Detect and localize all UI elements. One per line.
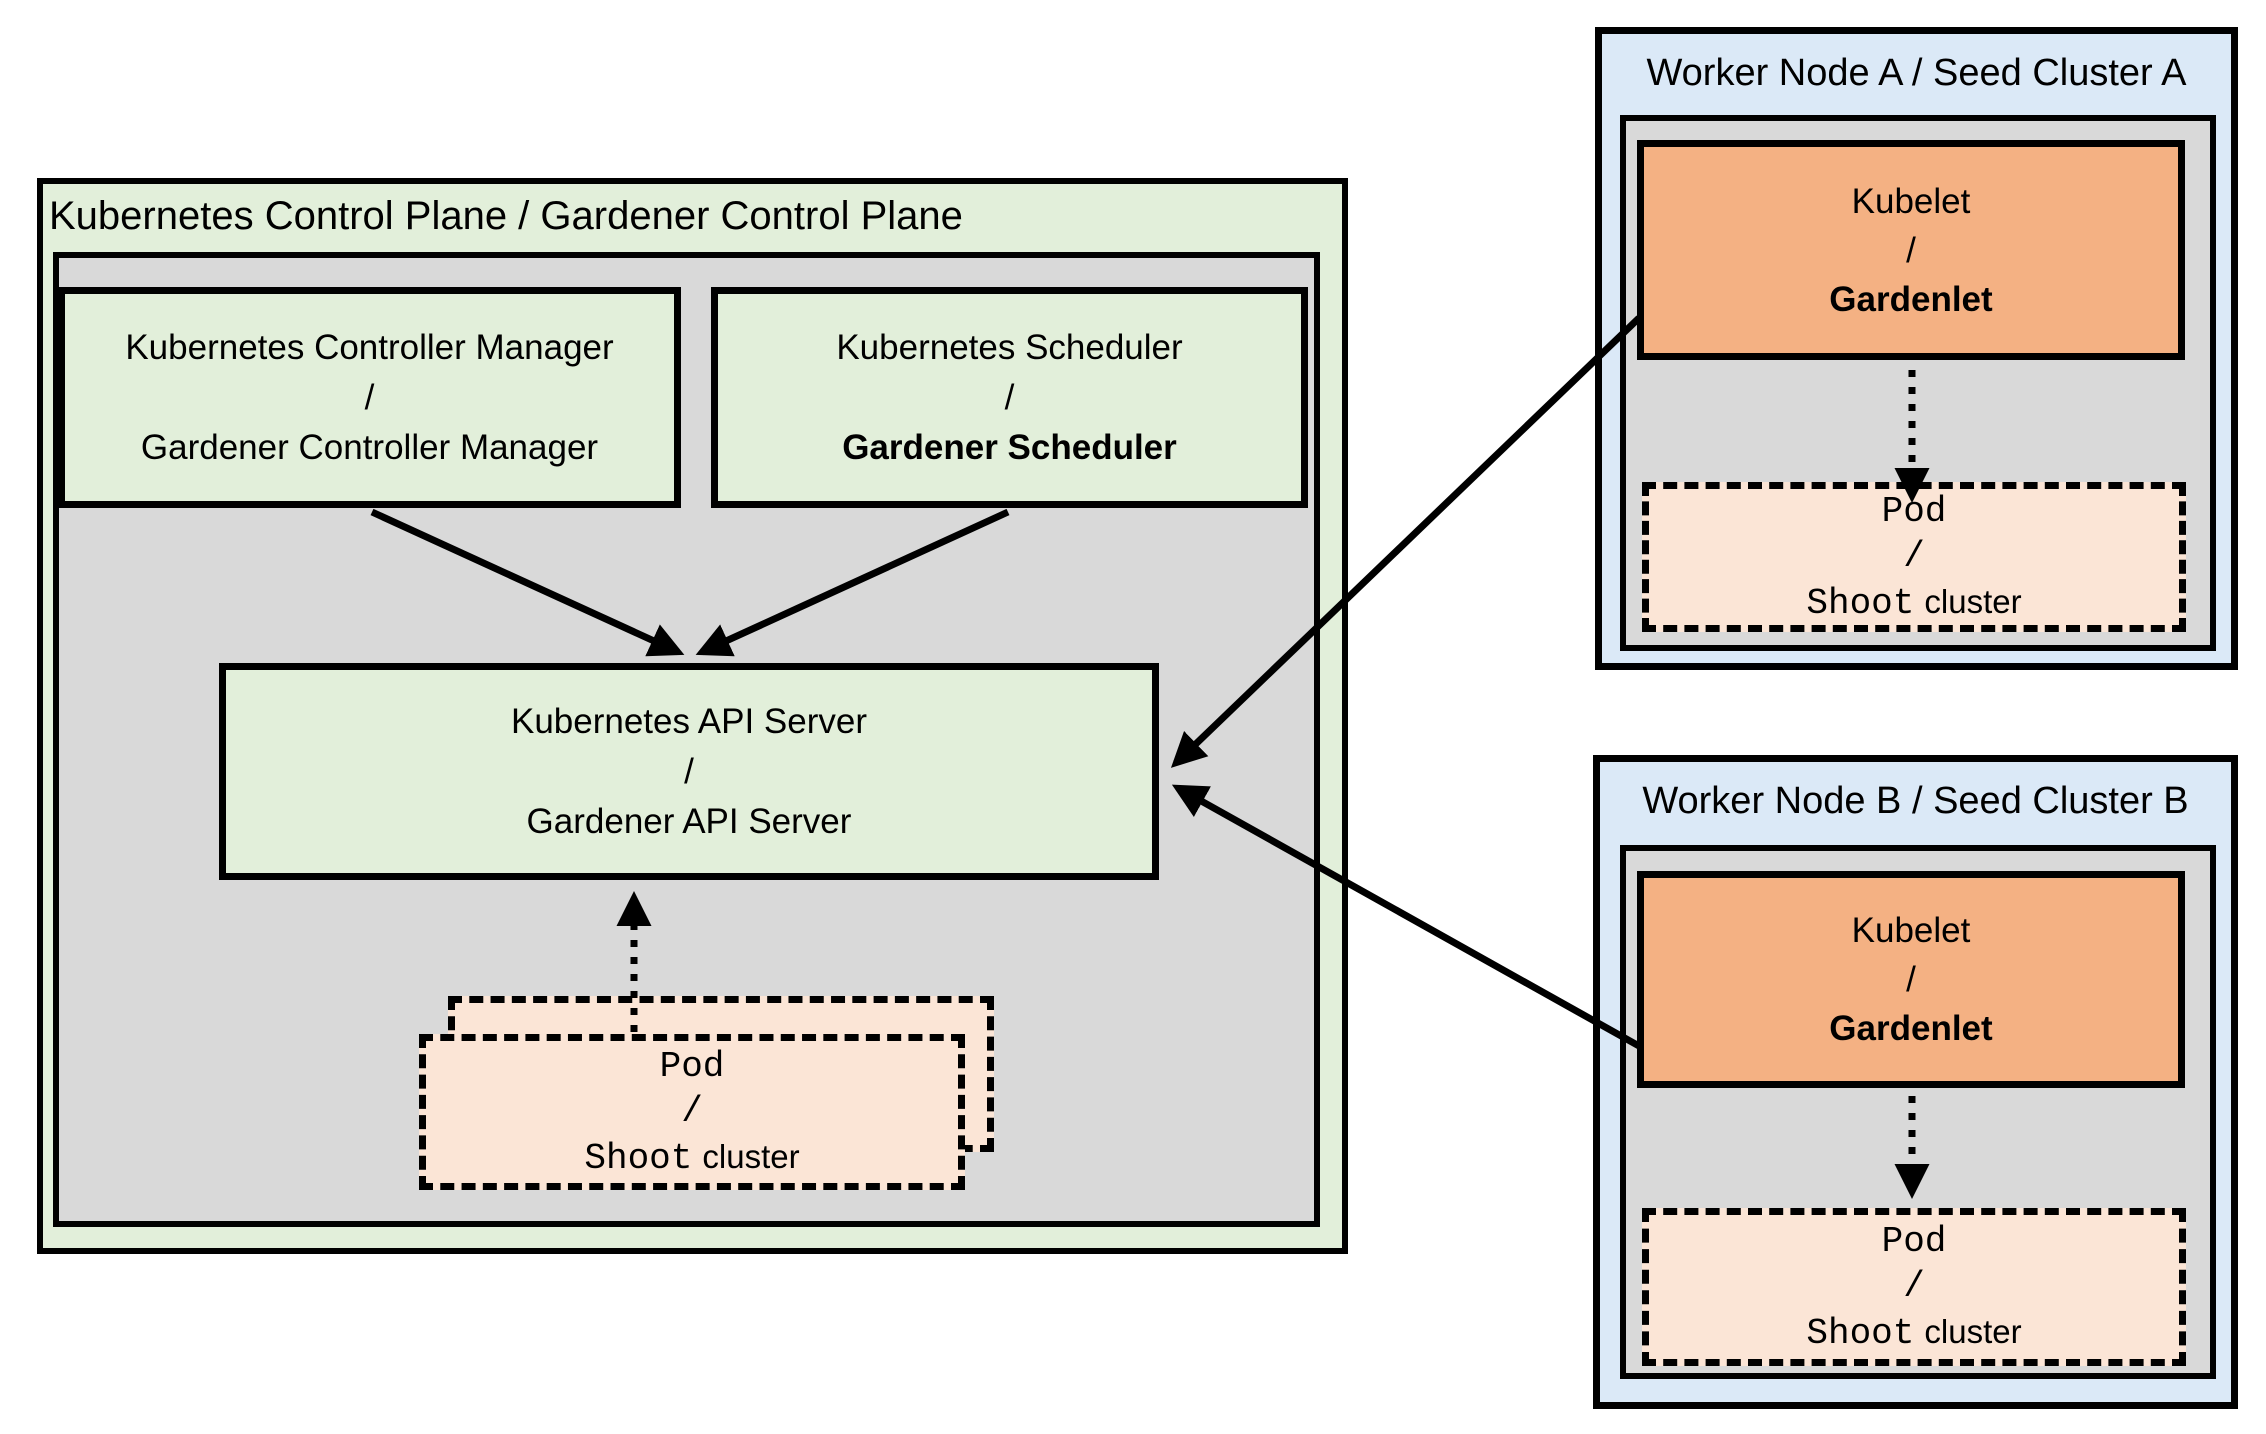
controller-manager-line2: Gardener Controller Manager — [140, 427, 599, 467]
pod-b-line2-cluster: cluster — [1924, 1312, 2022, 1350]
control-plane-title: Kubernetes Control Plane / Gardener Cont… — [49, 194, 963, 238]
pod-b-line1: Pod — [1881, 1220, 1947, 1262]
kubelet-b-box: Kubelet / Gardenlet — [1637, 871, 2185, 1088]
controller-manager-line1: Kubernetes Controller Manager — [125, 327, 614, 367]
controller-manager-box: Kubernetes Controller Manager / Gardener… — [58, 287, 681, 508]
controller-manager-separator: / — [364, 377, 375, 417]
pod-b-separator: / — [1903, 1265, 1925, 1307]
api-server-line1: Kubernetes API Server — [510, 701, 868, 741]
scheduler-line2: Gardener Scheduler — [842, 427, 1177, 467]
kubelet-a-line1: Kubelet — [1851, 181, 1971, 221]
pod-separator: / — [681, 1090, 703, 1132]
pod-b-line2-shoot: Shoot — [1806, 1312, 1915, 1354]
pod-a-line1: Pod — [1881, 490, 1947, 532]
worker-node-a-title: Worker Node A / Seed Cluster A — [1646, 52, 2187, 94]
kubelet-a-separator: / — [1906, 230, 1916, 270]
pod-a-line2-cluster: cluster — [1924, 582, 2022, 620]
kubelet-a-box: Kubelet / Gardenlet — [1637, 140, 2185, 360]
api-server-separator: / — [684, 751, 694, 791]
pod-a-separator: / — [1903, 535, 1925, 577]
scheduler-line1: Kubernetes Scheduler — [836, 327, 1183, 367]
kubelet-b-line2: Gardenlet — [1829, 1009, 1993, 1048]
api-server-line2: Gardener API Server — [526, 801, 852, 841]
pod-line2-shoot: Shoot — [584, 1137, 693, 1179]
scheduler-separator: / — [1004, 377, 1015, 417]
pod-line2-cluster: cluster — [702, 1137, 800, 1175]
scheduler-box: Kubernetes Scheduler / Gardener Schedule… — [711, 287, 1308, 508]
worker-node-b-title: Worker Node B / Seed Cluster B — [1642, 780, 2189, 822]
kubelet-a-line2: Gardenlet — [1829, 279, 1993, 319]
kubelet-b-line1: Kubelet — [1851, 911, 1971, 950]
pod-a-line2-shoot: Shoot — [1806, 582, 1915, 624]
api-server-box: Kubernetes API Server / Gardener API Ser… — [219, 663, 1159, 880]
kubelet-b-separator: / — [1906, 960, 1916, 999]
pod-line1: Pod — [659, 1045, 725, 1087]
